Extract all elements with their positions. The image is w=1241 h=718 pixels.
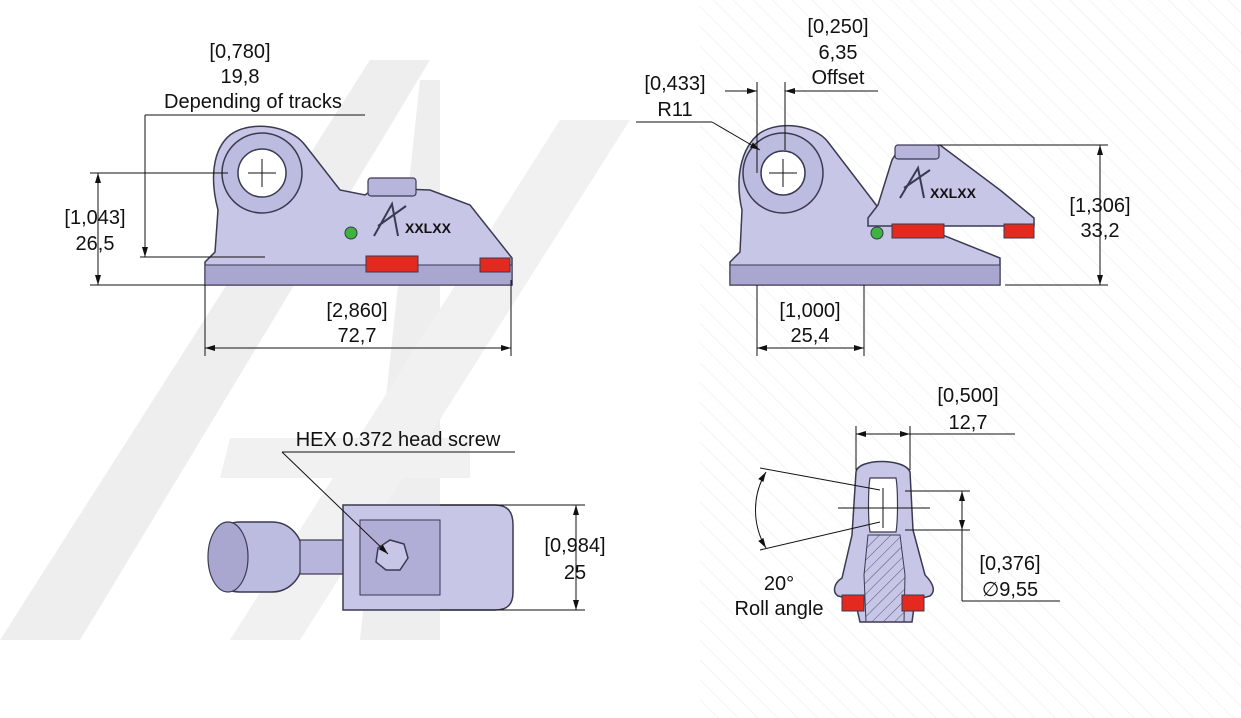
width-mm-label: 25 [564,562,586,584]
top-view: HEX 0.372 head screw [0,984] 25 [207,429,606,611]
car-body [729,125,1035,286]
logo-text: XXLXX [930,185,977,201]
screw-label: HEX 0.372 head screw [296,429,501,451]
length-in-label: [2,860] [326,300,387,322]
dimension-lines [636,82,1108,356]
center-mark [248,159,276,187]
logo-mark: XXLXX [899,165,977,201]
height-in-label: [1,043] [64,207,125,229]
pitch-in-label: [1,000] [779,300,840,322]
offset-in-label: [0,250] [807,16,868,38]
side-view-left: XXLXX [0,780] 19,8 Depending of tracks [… [64,41,513,356]
roll-value-label: 20° [764,573,794,595]
logo-text: XXLXX [405,220,452,236]
dimension-lines [755,426,1060,602]
offset-label: Offset [812,67,865,89]
section-view: [0,500] 12,7 20° Roll angle [0,376] ∅9,5… [735,385,1060,623]
height-in-label: [1,306] [1069,195,1130,217]
radius-in-label: [0,433] [644,73,705,95]
width-in-label: [0,984] [544,535,605,557]
car-section [833,460,935,623]
bore-in-label: [0,376] [979,553,1040,575]
length-mm-label: 72,7 [338,325,377,347]
logo-mark: XXLXX [373,201,452,237]
tracks-note: Depending of tracks [164,91,342,113]
bore-mm-label: ∅9,55 [982,579,1038,601]
dimension-lines [281,451,585,611]
width-in-label: [0,780] [209,41,270,63]
center-mark [769,159,797,187]
offset-mm-label: 6,35 [819,42,858,64]
car-body [207,504,514,611]
radius-mm-label: R11 [657,99,692,121]
width-mm-label: 19,8 [221,66,260,88]
side-view-right: XXLXX [0,433] R11 [0,250] 6,35 Offset [1… [636,16,1131,356]
dimension-lines [90,114,512,356]
height-mm-label: 26,5 [76,233,115,255]
roll-label: Roll angle [735,598,824,620]
height-mm-label: 33,2 [1081,220,1120,242]
pitch-mm-label: 25,4 [791,325,830,347]
width-in-label: [0,500] [937,385,998,407]
width-mm-label: 12,7 [949,412,988,434]
